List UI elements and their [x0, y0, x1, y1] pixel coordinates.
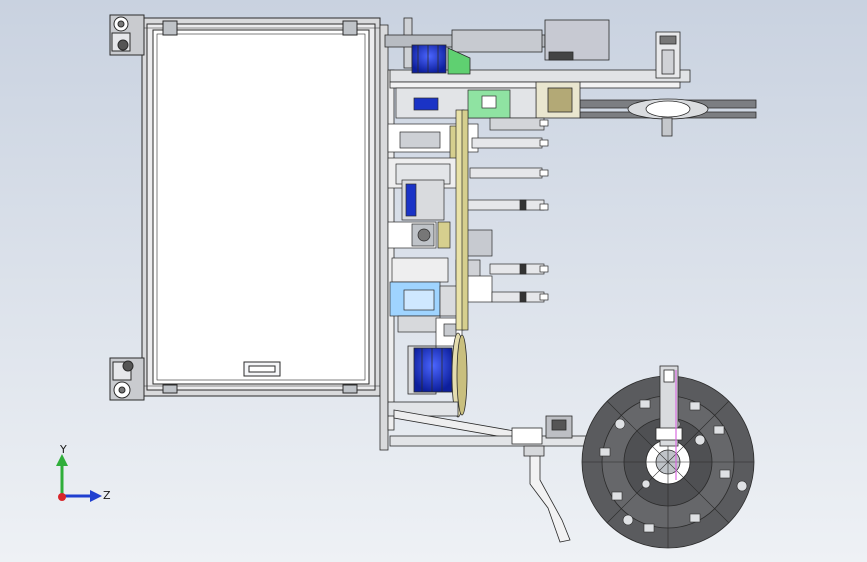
caster-bottom: [109, 357, 145, 401]
axis-y-label: Y: [59, 443, 67, 456]
stations[interactable]: [387, 87, 545, 347]
motor-lower: [407, 332, 468, 418]
top-beam[interactable]: [384, 19, 691, 89]
pulley-assembly[interactable]: [535, 31, 757, 137]
axis-z-label: Z: [103, 489, 111, 502]
caster-top: [109, 14, 145, 56]
lower-arm[interactable]: [387, 401, 691, 543]
connector-stubs: [519, 119, 549, 303]
cabinet-frame[interactable]: [141, 17, 381, 397]
coordinate-triad: Y Z: [56, 443, 111, 502]
wire-reel[interactable]: [581, 365, 755, 549]
motor-top: [411, 44, 471, 75]
green-bracket: [447, 47, 471, 75]
